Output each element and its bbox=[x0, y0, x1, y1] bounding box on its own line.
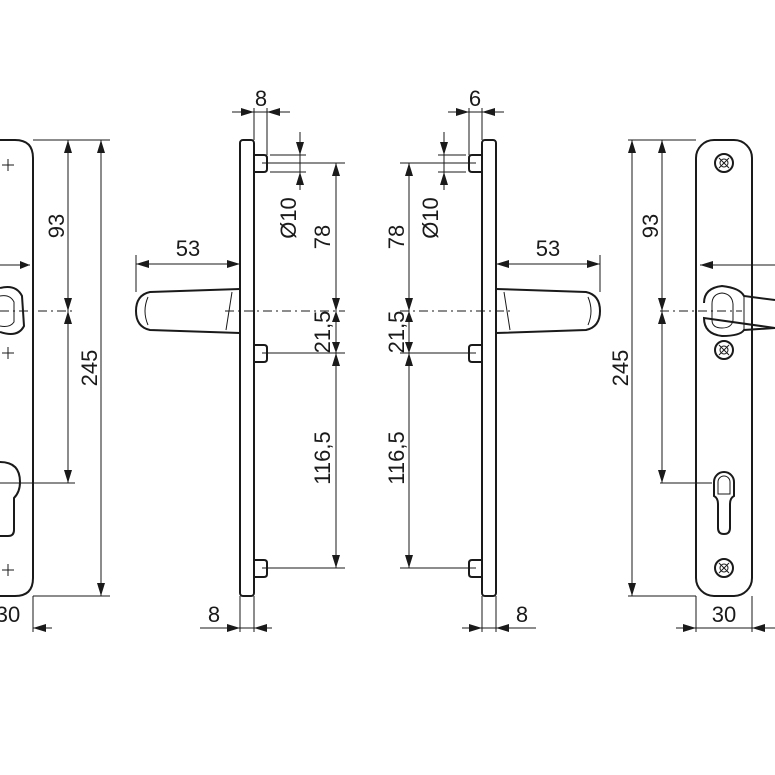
dim-side-right-8-bottom: 8 bbox=[516, 602, 528, 627]
handle-lever-left bbox=[134, 288, 241, 334]
cylinder-keyhole-right bbox=[713, 471, 735, 536]
dim-side-left-116-5: 116,5 bbox=[310, 431, 335, 484]
front-view-left: 93 245 30 bbox=[0, 139, 110, 632]
dim-left-245: 245 bbox=[77, 350, 102, 387]
dim-side-right-diameter: Ø10 bbox=[418, 197, 443, 239]
dim-side-right-21-5: 21,5 bbox=[384, 311, 409, 354]
screw-bottom-icon bbox=[714, 558, 734, 578]
dim-side-right-53: 53 bbox=[536, 236, 560, 261]
dim-side-left-53: 53 bbox=[176, 236, 200, 261]
dim-side-left-diameter: Ø10 bbox=[276, 197, 301, 239]
screw-middle-icon bbox=[714, 340, 734, 360]
cylinder-hole-left bbox=[0, 461, 22, 537]
dim-side-right-116-5: 116,5 bbox=[384, 431, 409, 484]
dim-side-left-21-5: 21,5 bbox=[310, 311, 335, 354]
front-view-right: 93 245 30 bbox=[608, 139, 775, 632]
dim-left-30: 30 bbox=[0, 602, 20, 627]
dim-side-left-8-top: 8 bbox=[255, 86, 267, 111]
dim-side-left-78: 78 bbox=[310, 225, 335, 249]
handle-rosette-right bbox=[702, 284, 775, 338]
dim-left-93: 93 bbox=[44, 214, 69, 238]
screw-top-icon bbox=[714, 153, 734, 173]
dim-side-left-8-bottom: 8 bbox=[208, 602, 220, 627]
front-plate-right bbox=[695, 139, 753, 597]
front-plate-left-outline bbox=[0, 139, 34, 597]
side-plate-left bbox=[239, 139, 255, 597]
side-plate-right bbox=[481, 139, 497, 597]
dim-side-right-6-top: 6 bbox=[469, 86, 481, 111]
side-view-right: 53 6 Ø10 78 21,5 116,5 8 bbox=[384, 86, 602, 632]
side-view-left: 53 8 Ø10 78 21,5 116,5 8 bbox=[134, 86, 345, 632]
dim-side-right-78: 78 bbox=[384, 225, 409, 249]
dim-right-93: 93 bbox=[638, 214, 663, 238]
handle-lever-right bbox=[495, 288, 602, 334]
dim-right-245: 245 bbox=[608, 350, 633, 387]
dim-right-30: 30 bbox=[712, 602, 736, 627]
